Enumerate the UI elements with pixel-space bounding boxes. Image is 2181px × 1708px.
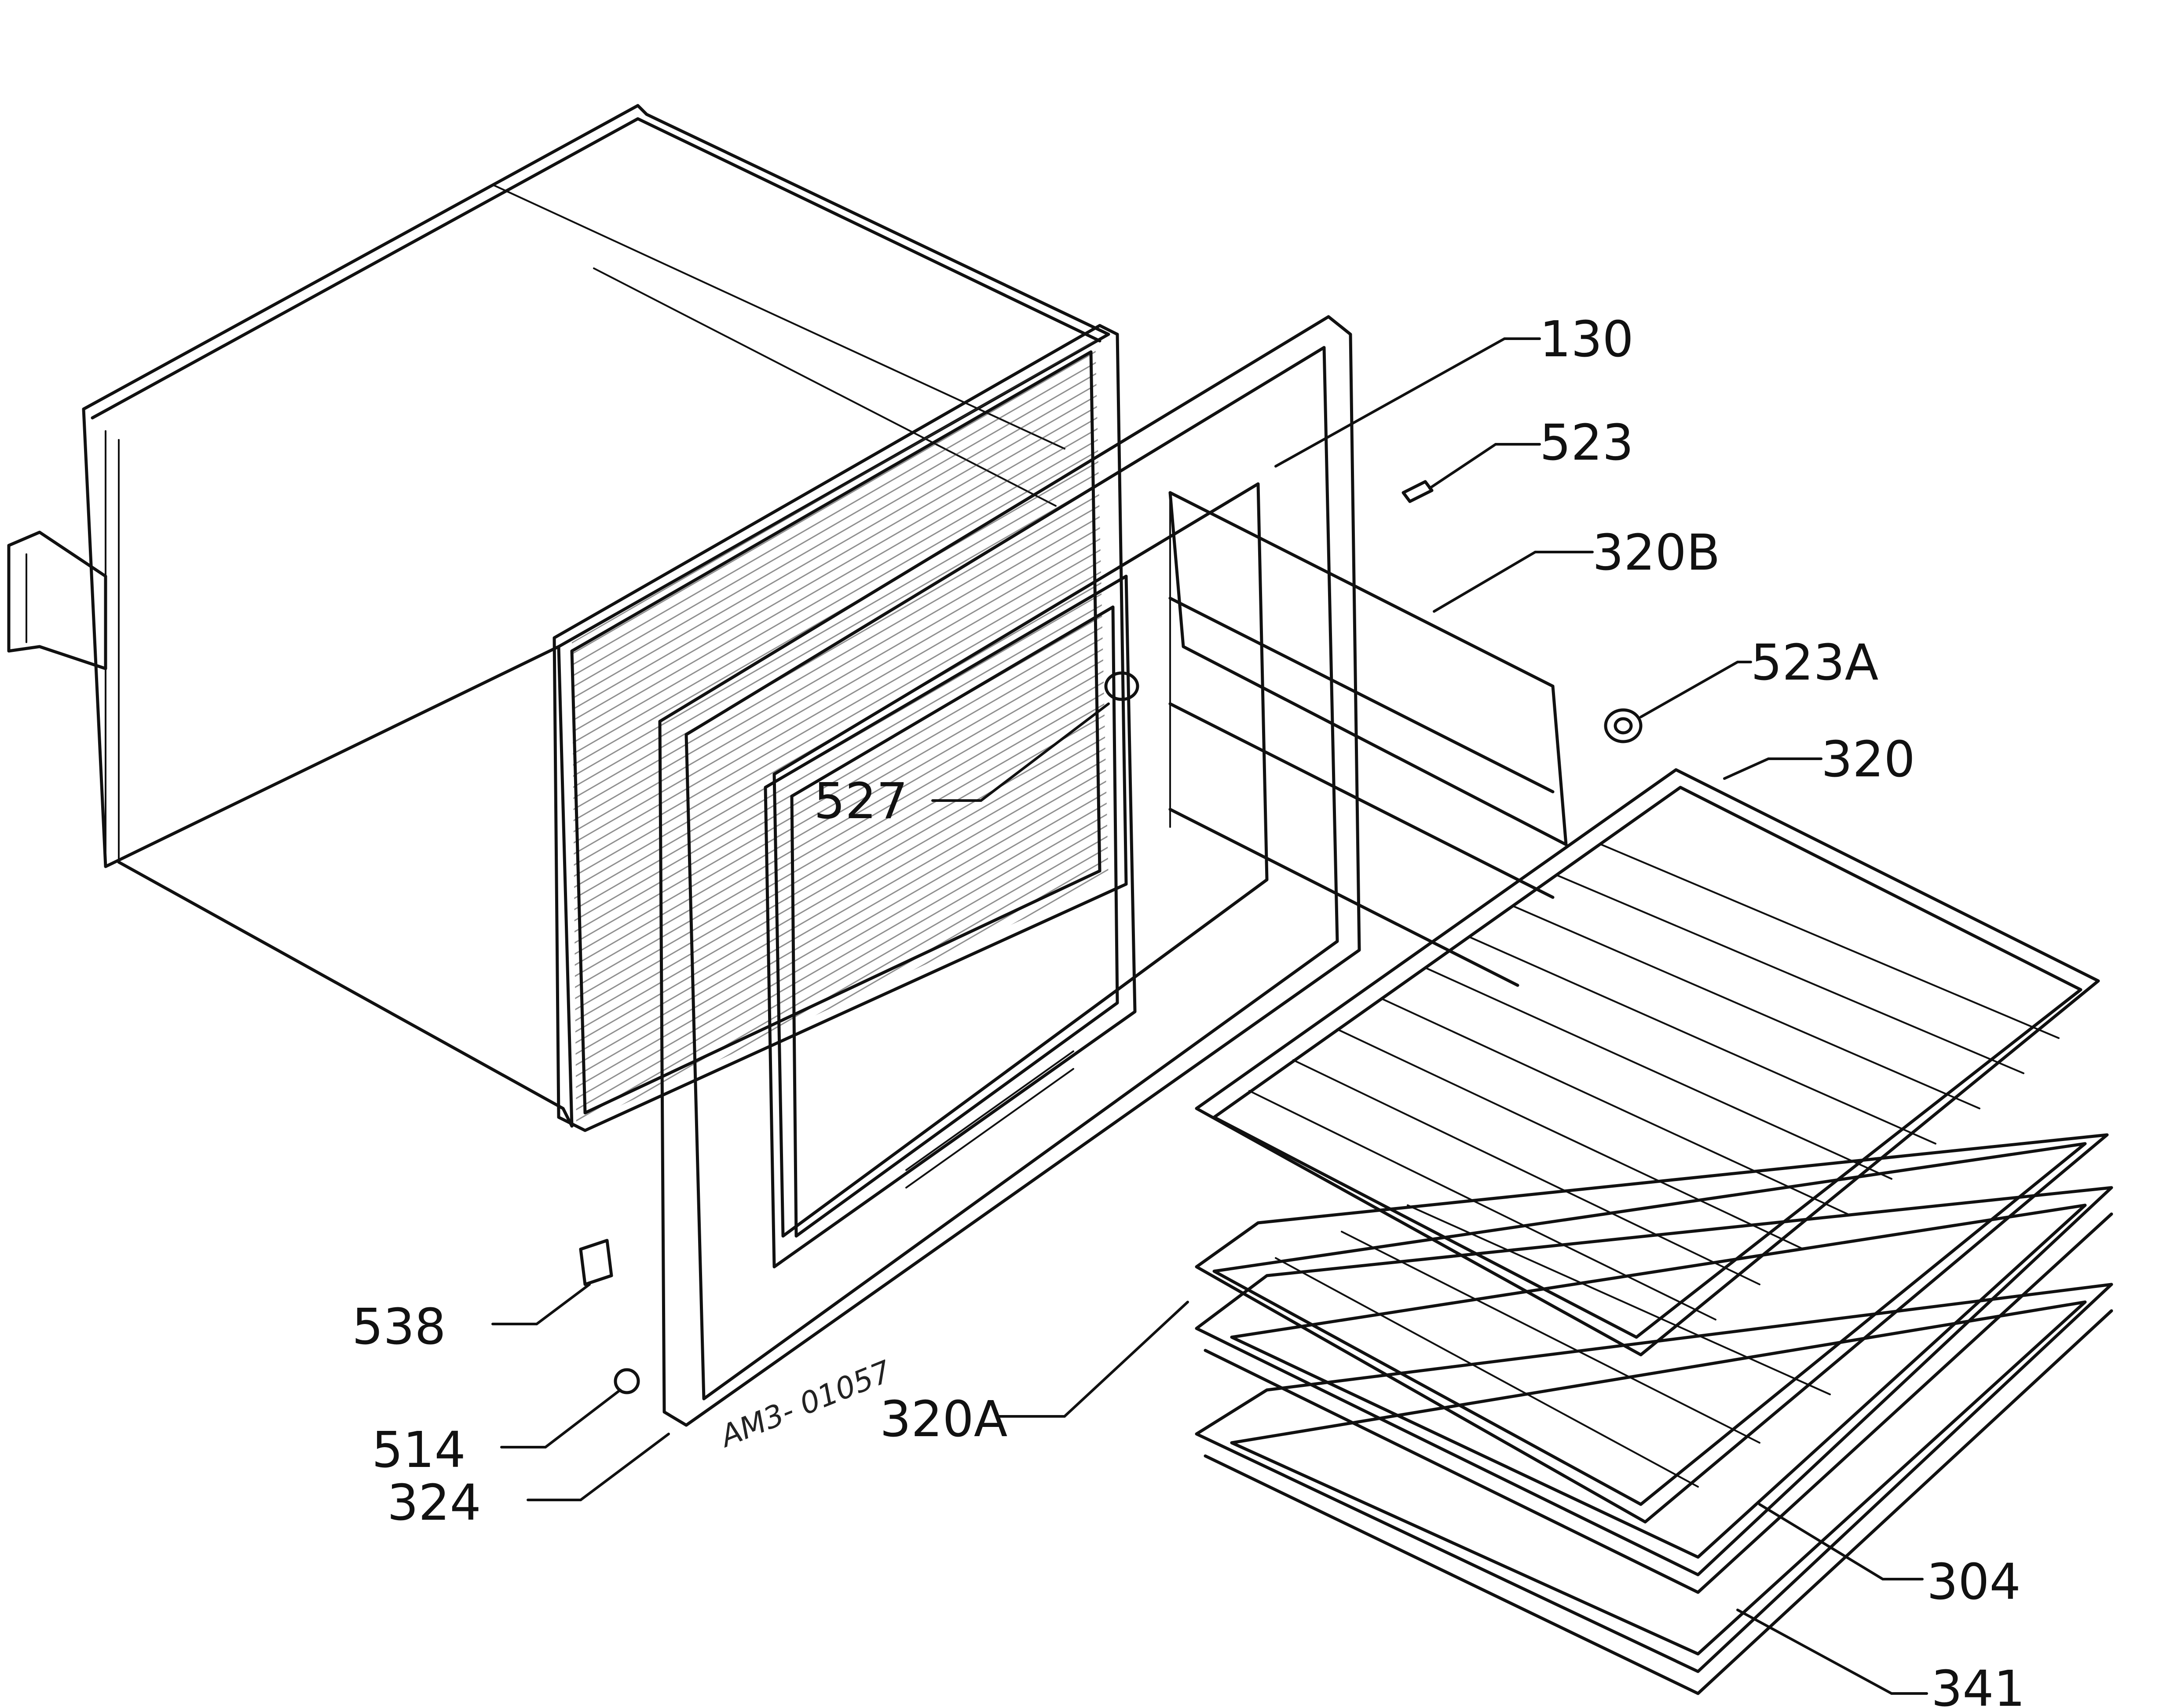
label-320A: 320A bbox=[880, 1391, 1007, 1448]
bush-514 bbox=[614, 1368, 640, 1394]
screw-523 bbox=[1402, 480, 1434, 503]
label-324: 324 bbox=[387, 1474, 481, 1532]
label-320: 320 bbox=[1821, 731, 1915, 788]
label-320B: 320B bbox=[1592, 524, 1720, 582]
cavity-front-frame bbox=[553, 324, 1128, 1132]
leader-lines bbox=[491, 337, 1928, 1695]
fixing-527 bbox=[1104, 671, 1139, 701]
wire-shelf-320 bbox=[1195, 768, 2100, 1357]
drawing-number-stamp: AM3- 01057 bbox=[714, 1354, 896, 1455]
label-514: 514 bbox=[372, 1422, 466, 1479]
label-527: 527 bbox=[814, 773, 908, 830]
door-frame-324 bbox=[658, 315, 1361, 1427]
baking-tray-304 bbox=[1195, 1186, 2113, 1594]
oven-cavity-box bbox=[7, 104, 1110, 1128]
bush-523A bbox=[1604, 708, 1643, 743]
label-538: 538 bbox=[352, 1298, 446, 1356]
label-341: 341 bbox=[1931, 1660, 2025, 1708]
bracket-538 bbox=[579, 1239, 613, 1286]
side-rail-320B bbox=[1168, 491, 1568, 987]
small-parts bbox=[579, 480, 1643, 1394]
label-304: 304 bbox=[1927, 1554, 2021, 1611]
label-523A: 523A bbox=[1751, 634, 1878, 691]
grill-rack-320A bbox=[1195, 1133, 2109, 1524]
label-130: 130 bbox=[1540, 311, 1634, 368]
drip-tray-341 bbox=[1195, 1283, 2113, 1695]
label-523: 523 bbox=[1540, 414, 1634, 472]
